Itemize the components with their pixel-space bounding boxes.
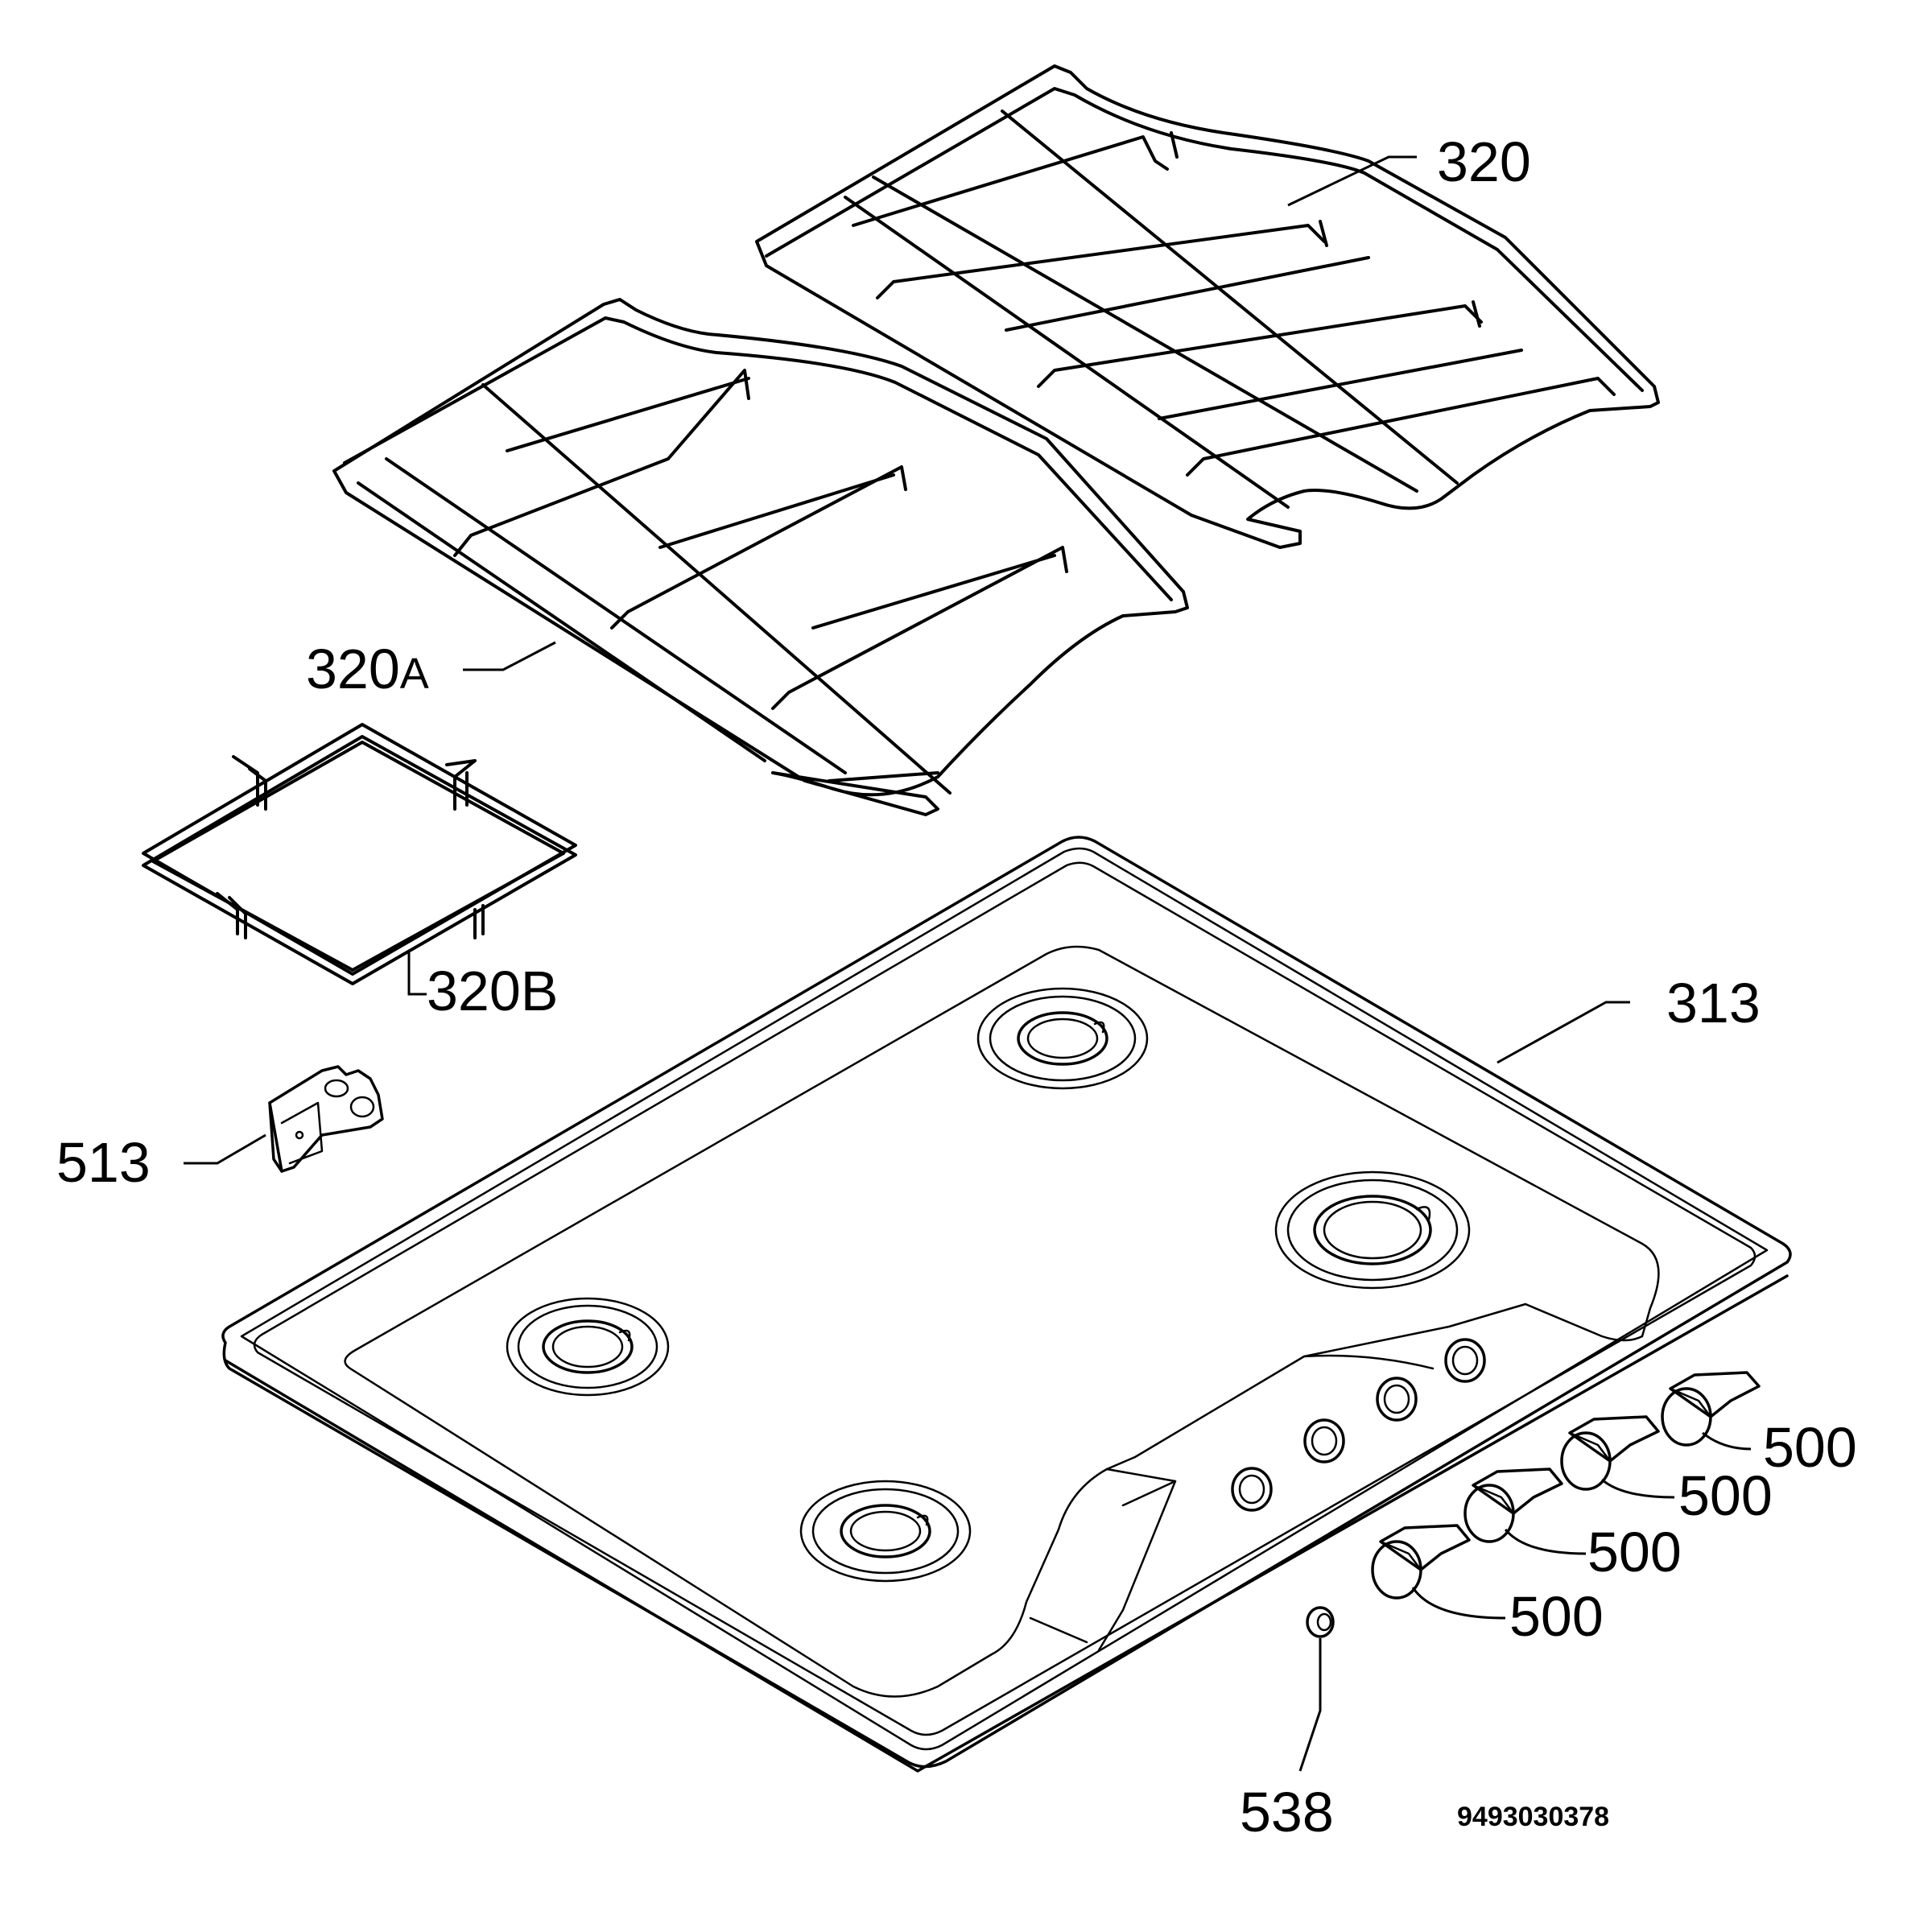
fixing-clip xyxy=(184,1065,384,1173)
control-knob-1 xyxy=(1661,1371,1761,1451)
label-320B: 320B xyxy=(427,960,558,1022)
burner-right-large xyxy=(1274,1170,1471,1290)
burner-left xyxy=(506,1297,670,1397)
pan-support-grid-right xyxy=(755,64,1660,549)
control-knob-3 xyxy=(1463,1468,1587,1555)
control-knob-2 xyxy=(1560,1415,1675,1499)
label-538: 538 xyxy=(1240,1781,1334,1843)
label-320: 320 xyxy=(1437,130,1531,193)
knob-holes xyxy=(1231,1338,1486,1512)
label-500-4: 500 xyxy=(1509,1585,1604,1648)
burner-rear xyxy=(976,987,1149,1090)
label-320A: 320A xyxy=(306,638,429,700)
wok-ring-support xyxy=(142,723,577,996)
burner-front xyxy=(799,1480,972,1583)
pan-support-grid-left xyxy=(332,298,1189,816)
leader-320A xyxy=(463,641,556,671)
label-500-2: 500 xyxy=(1678,1464,1773,1527)
leader-320 xyxy=(1287,155,1417,207)
label-500-1: 500 xyxy=(1763,1416,1857,1479)
label-500-3: 500 xyxy=(1587,1521,1682,1583)
part-code: 9493030378 xyxy=(1457,1802,1609,1832)
label-313: 313 xyxy=(1666,972,1761,1034)
spindle-bush xyxy=(1298,1606,1335,1772)
control-knob-4 xyxy=(1371,1524,1506,1620)
label-513: 513 xyxy=(56,1131,151,1194)
hob-top-plate xyxy=(221,836,1792,1773)
